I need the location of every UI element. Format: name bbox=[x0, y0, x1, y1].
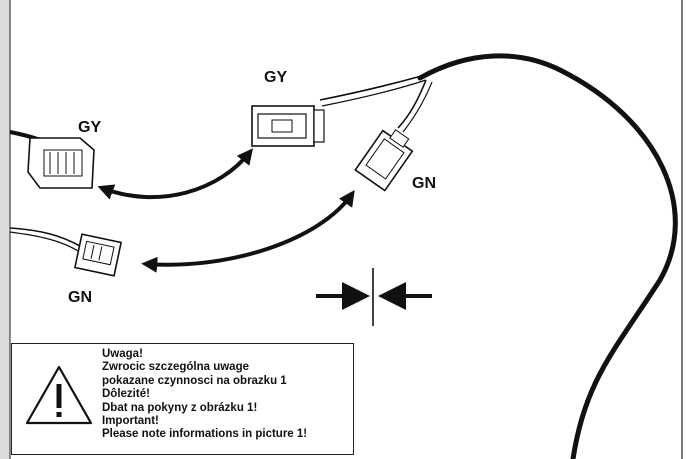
label-gy-top: GY bbox=[264, 69, 288, 86]
warning-line-5: Dbat na pokyny z obrázku 1! bbox=[102, 401, 258, 414]
label-gn-right: GN bbox=[412, 175, 436, 192]
warning-box: Uwaga! Zwrocic szczególna uwage pokazane… bbox=[11, 343, 354, 455]
gy-top-connector bbox=[251, 105, 325, 147]
warning-text: Uwaga! Zwrocic szczególna uwage pokazane… bbox=[102, 348, 307, 442]
wire-to-gy-top-2 bbox=[321, 79, 427, 107]
gy-left-connector bbox=[27, 137, 95, 189]
left-margin-strip bbox=[0, 0, 10, 459]
wire-to-gn-right bbox=[397, 79, 427, 129]
arrow-gy-pair bbox=[97, 148, 253, 200]
warning-line-3: pokazane czynnosci na obrazku 1 bbox=[102, 374, 287, 387]
gn-right-connector bbox=[354, 129, 414, 192]
warning-line-2: Zwrocic szczególna uwage bbox=[102, 361, 249, 374]
label-gn-bottom: GN bbox=[68, 289, 92, 306]
main-cable bbox=[417, 53, 678, 459]
warning-triangle-icon bbox=[25, 365, 93, 425]
label-gy-left: GY bbox=[78, 119, 102, 136]
warning-line-7: Please note informations in picture 1! bbox=[102, 428, 308, 441]
wire-to-gn-right-2 bbox=[402, 81, 433, 133]
gn-left-wires-2 bbox=[9, 231, 81, 253]
warning-line-4: Dôlezité! bbox=[102, 388, 150, 401]
arrow-gn-pair bbox=[141, 190, 355, 273]
warning-line-6: Important! bbox=[102, 415, 159, 428]
press-together-arrows-icon bbox=[316, 268, 432, 326]
wire-to-gy-top bbox=[319, 74, 426, 101]
gn-left-wires bbox=[9, 227, 81, 247]
warning-line-1: Uwaga! bbox=[102, 348, 143, 360]
gn-left-connector bbox=[73, 233, 123, 277]
